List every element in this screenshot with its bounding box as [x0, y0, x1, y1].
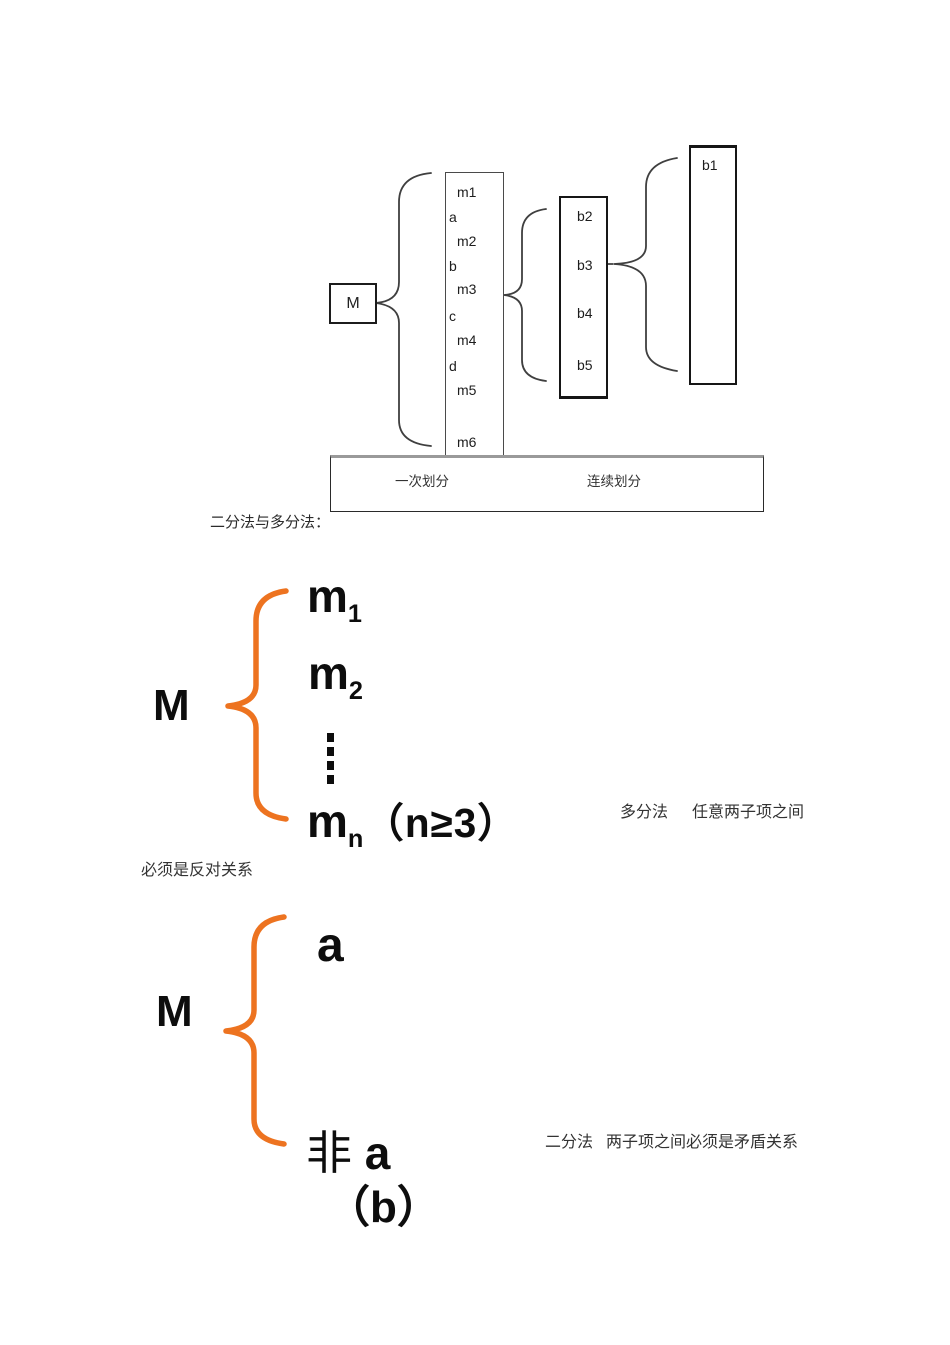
- binary-item-a: a: [317, 919, 344, 972]
- level1-item: m1: [457, 184, 477, 200]
- legend-first-division: 一次划分: [395, 474, 449, 489]
- level1-item: m6: [457, 434, 477, 450]
- level1-item: a: [449, 209, 457, 225]
- negation-prefix: 非: [306, 1127, 352, 1179]
- multi-label: 多分法: [620, 804, 669, 821]
- multi-item-m2: m2: [308, 650, 363, 704]
- level1-item: b: [449, 258, 457, 274]
- mn-subscript: n: [347, 825, 364, 854]
- level3-box: [689, 145, 737, 385]
- multi-note-right: 任意两子项之间: [692, 804, 805, 821]
- level1-item: m4: [457, 332, 477, 348]
- level3-item: b1: [702, 157, 718, 173]
- m1-base: m: [307, 570, 348, 622]
- binary-note: 两子项之间必须是矛盾关系: [606, 1134, 799, 1151]
- level2-item: b5: [577, 357, 593, 373]
- binary-item-not-a: 非 a: [306, 1130, 390, 1176]
- brace-b3-to-level3: [613, 157, 678, 372]
- level1-item: m2: [457, 233, 477, 249]
- m2-subscript: 2: [348, 677, 363, 706]
- mn-condition: （n≥3）: [363, 800, 519, 846]
- orange-brace-binary: [223, 914, 287, 1147]
- binary-note-line: 二分法两子项之间必须是矛盾关系: [545, 1128, 798, 1152]
- binary-item-b-alt: （b）: [326, 1183, 441, 1232]
- mn-base: m: [307, 795, 348, 847]
- level2-item: b4: [577, 305, 593, 321]
- legend-continuous-division: 连续划分: [587, 474, 641, 489]
- m1-subscript: 1: [347, 600, 362, 629]
- binary-root-label: M: [156, 987, 193, 1036]
- level1-item: m3: [457, 281, 477, 297]
- level1-item: d: [449, 358, 457, 374]
- brace-level1-to-level2: [503, 208, 547, 382]
- root-term-label: M: [346, 294, 360, 312]
- level2-box: [559, 196, 608, 399]
- level1-box: [445, 172, 504, 457]
- brace-m-to-level1: [375, 172, 432, 447]
- multi-item-m1: m1: [307, 573, 362, 627]
- orange-brace-multi: [225, 588, 289, 822]
- legend-bar: 一次划分 连续划分: [330, 455, 764, 512]
- level1-item: c: [449, 308, 456, 324]
- not-a-base: a: [364, 1127, 391, 1179]
- section-caption: 二分法与多分法：: [210, 514, 331, 531]
- multi-note-continued: 必须是反对关系: [141, 862, 254, 879]
- multi-item-mn: mn（n≥3）: [307, 798, 519, 852]
- vertical-ellipsis: [327, 733, 334, 784]
- root-term-box: M: [329, 283, 377, 324]
- level2-item: b3: [577, 257, 593, 273]
- level1-item: m5: [457, 382, 477, 398]
- m2-base: m: [308, 647, 349, 699]
- level2-item: b2: [577, 208, 593, 224]
- multi-root-label: M: [153, 681, 190, 730]
- multi-note-line: 多分法 任意两子项之间: [620, 798, 804, 822]
- binary-label: 二分法: [545, 1134, 594, 1151]
